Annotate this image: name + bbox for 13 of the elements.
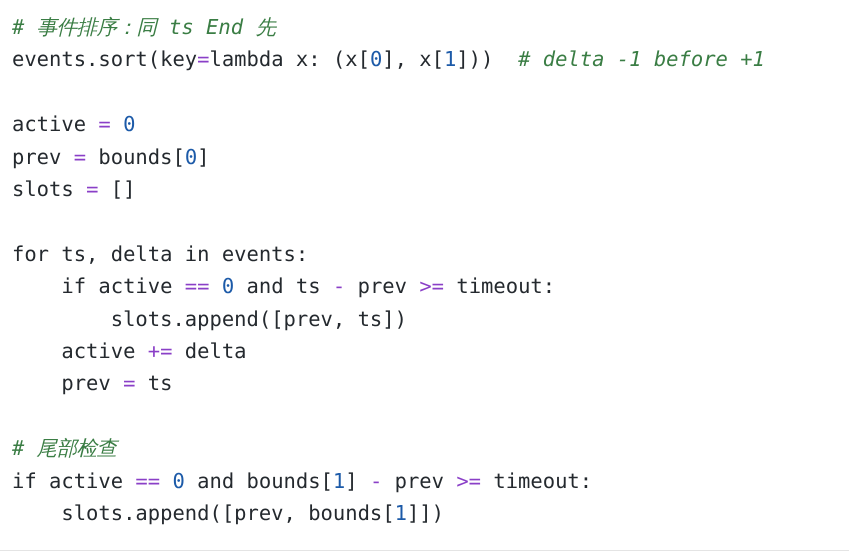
code-line: slots = [] (12, 176, 136, 202)
code-line: events.sort(key=lambda x: (x[0], x[1])) # delta -1 before +1 (12, 46, 765, 72)
code-line: slots.append([prev, bounds[1]]) (60, 500, 444, 526)
code-line: active += delta (60, 338, 247, 364)
code-line: active = 0 (12, 111, 136, 138)
code-line: prev = ts (60, 370, 172, 396)
code-line: if active == 0 and ts - prev >= timeout: (60, 273, 556, 300)
code-line: for ts, delta in events: (12, 240, 308, 267)
code-line: if active == 0 and bounds[1] - prev >= timeout: (12, 468, 592, 494)
code-line: # 事件排序：同 ts End 先 (12, 14, 276, 40)
code-line: slots.append([prev, ts]) (110, 306, 407, 332)
code-line: # 尾部检查 (12, 435, 117, 462)
code-line: prev = bounds[0] (12, 144, 210, 170)
